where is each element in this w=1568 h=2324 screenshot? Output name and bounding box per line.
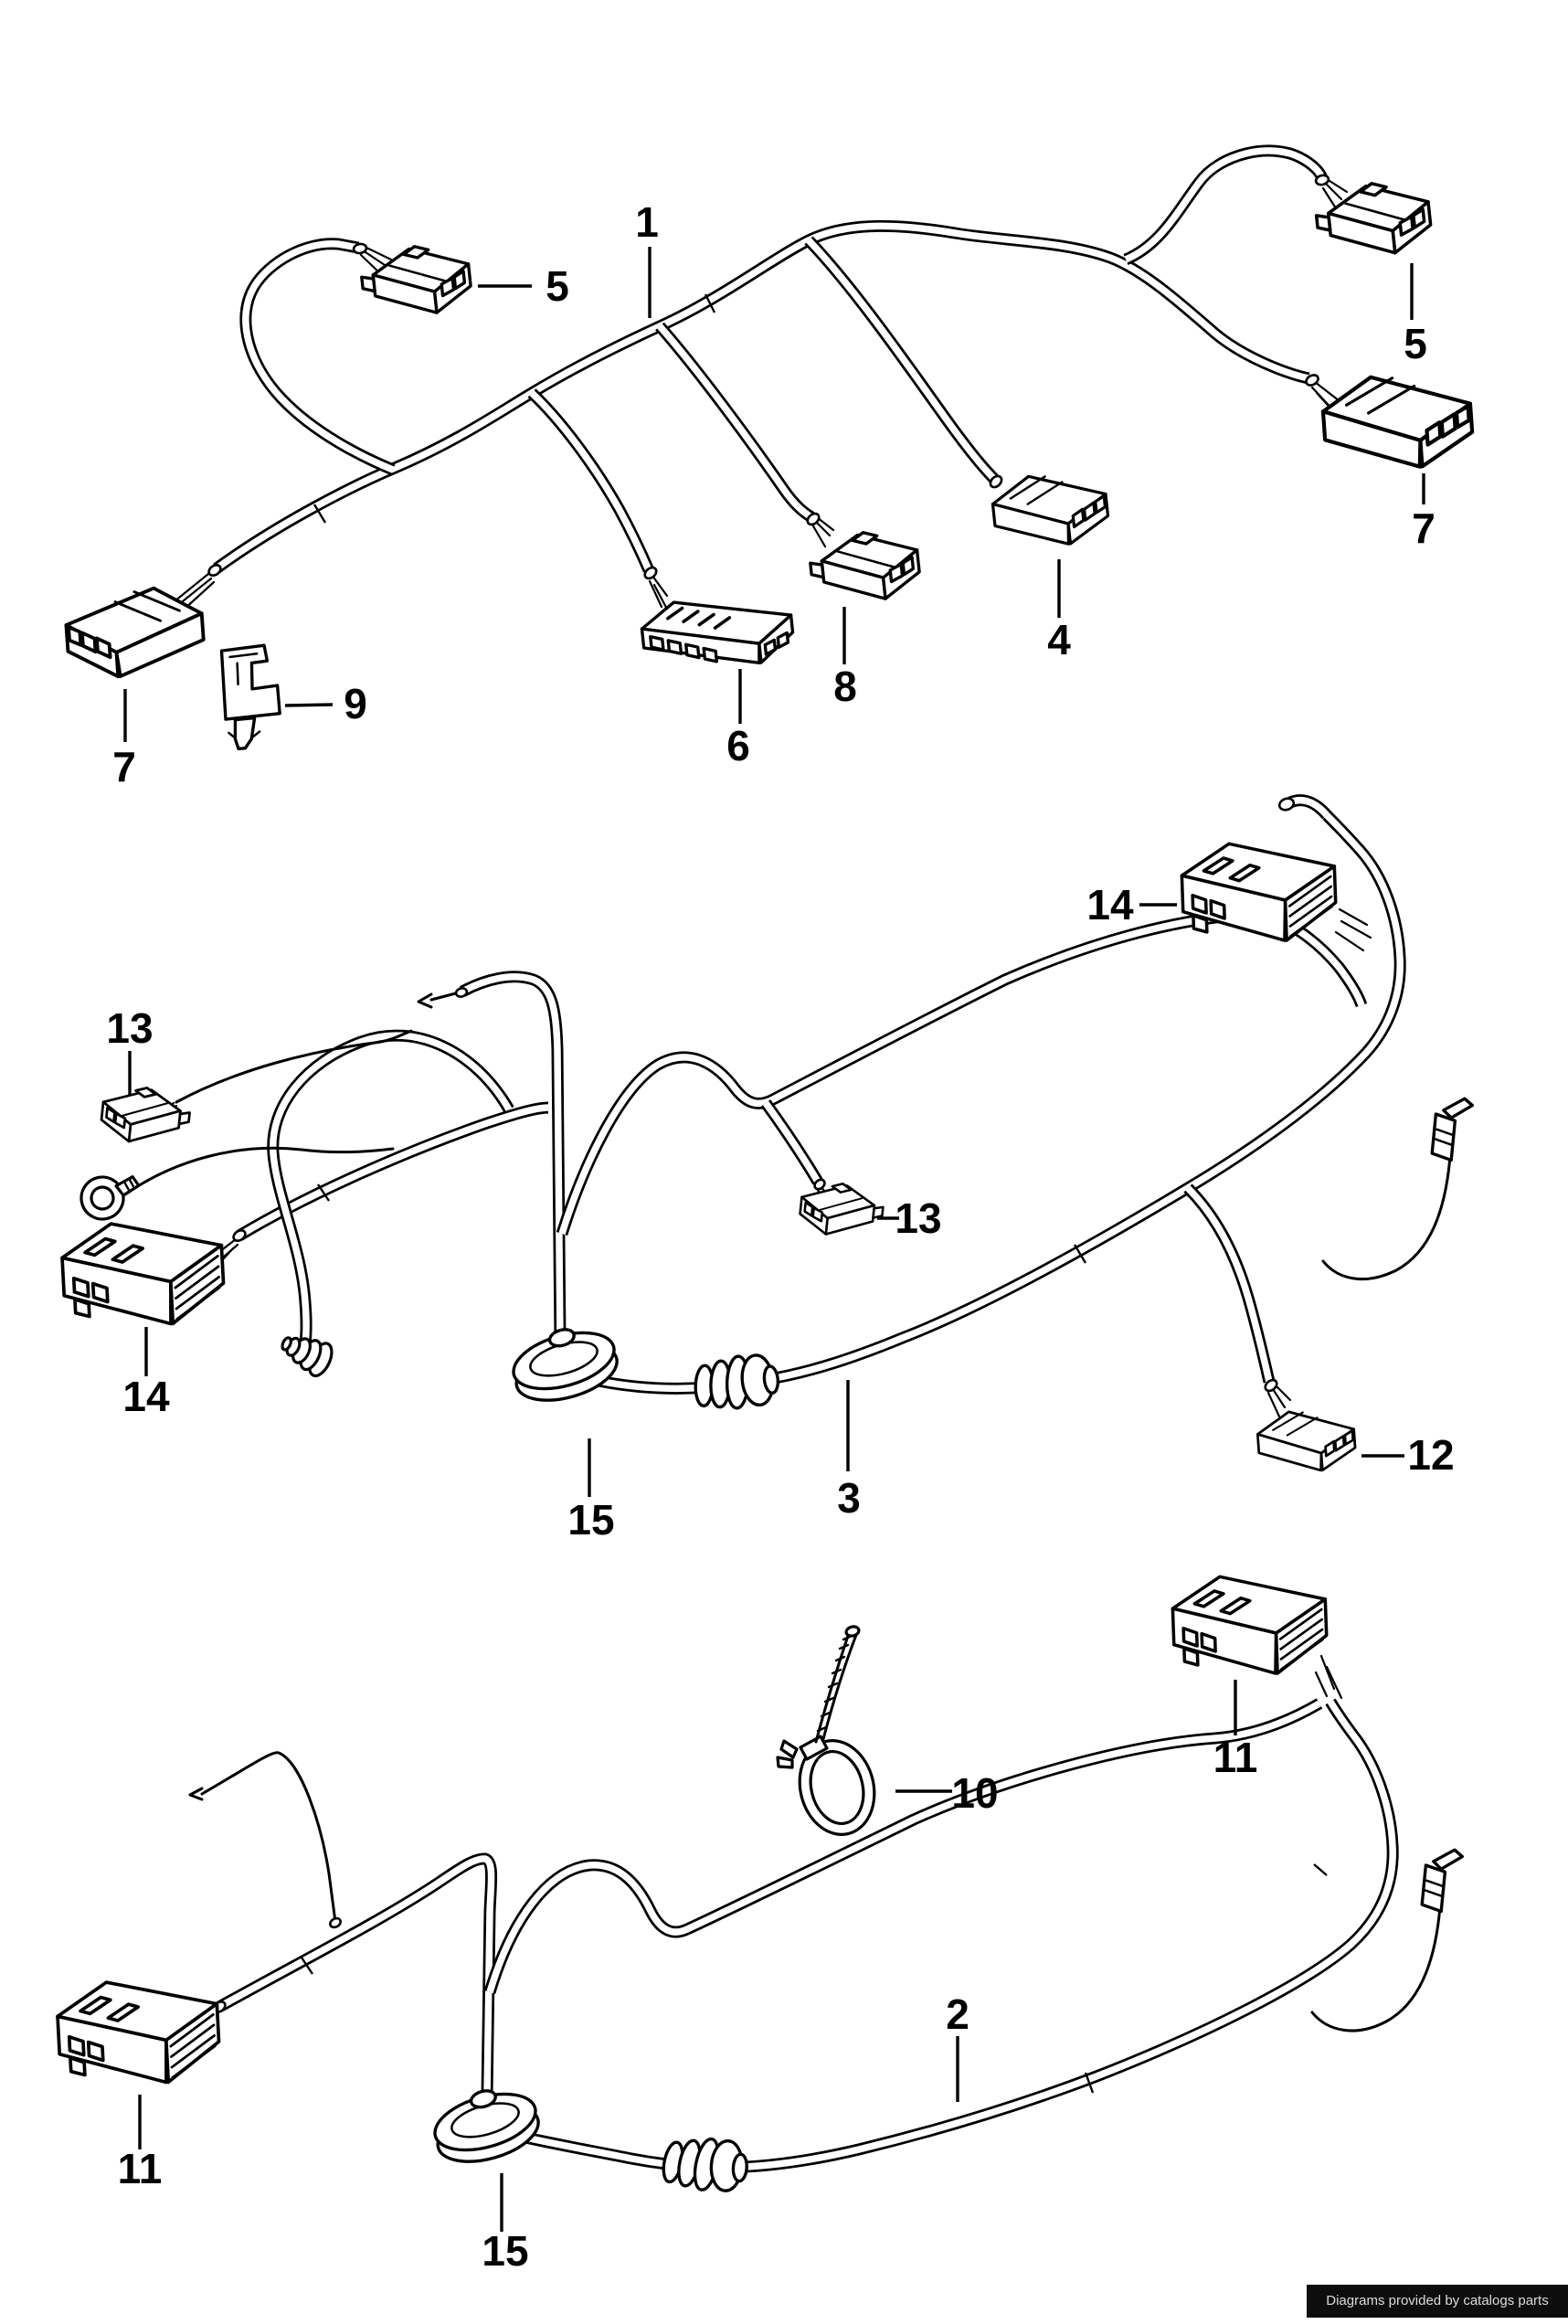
wire-stub [207,563,222,578]
sleeve-mark [704,293,716,313]
harness3-fan-wires [159,907,1372,1418]
wire-stub [806,512,821,526]
callout-label-3-14: 3 [837,1474,861,1522]
sleeve-mark [1313,1863,1328,1876]
callout-label-14-12: 14 [122,1373,170,1420]
callout-label-6-6: 6 [726,722,750,769]
cable-tie-10 [776,1623,885,1844]
callout-label-15-15: 15 [567,1496,614,1544]
callout-label-11-19: 11 [118,2145,163,2192]
connector-14-right [1179,838,1339,946]
callout-label-12-13: 12 [1407,1431,1454,1479]
corrugated-boot-bottom [658,2132,750,2196]
callout-leader-9-5 [284,703,334,707]
footer-credit-text: Diagrams provided by catalogs parts [1326,2293,1549,2308]
connector-13-left [98,1082,194,1149]
callout-label-4-8: 4 [1047,616,1071,663]
harness-2-group [54,1571,1464,2196]
flat-terminal-bottom [1420,1848,1464,1914]
harness3-loop-to-socket [267,1029,514,1344]
harness3-wire-ring-terminal [123,1146,395,1196]
callout-label-7-3: 7 [1412,504,1436,552]
wire-stub [352,242,368,255]
harness2-arch-cable [483,1698,1323,1994]
callout-label-5-1: 5 [546,262,569,310]
mounting-clip-9 [215,642,285,753]
harness3-arch-cable [556,907,1368,1236]
harness1-branch-connector6 [527,388,654,573]
callout-label-14-9: 14 [1086,881,1134,929]
connector-11-right [1170,1571,1330,1679]
callout-label-15-20: 15 [482,2227,528,2275]
wire-stub [454,987,469,998]
wire-stub [643,566,658,580]
wire-stub [1264,1378,1278,1393]
harness3-wire-flat-terminal [1321,1154,1452,1281]
callout-label-2-18: 2 [946,1990,969,2038]
grommet-15-middle [505,1321,625,1413]
ring-terminal [75,1166,147,1226]
connector-13-middle [797,1178,886,1241]
harness3-wire-connector13-left [175,1029,413,1104]
harness2-trunk-left-diagonal [216,1852,498,2097]
connector-11-left [54,1974,223,2090]
wire-stub [989,474,1003,489]
sleeve-mark [313,504,327,524]
harness-3-group [58,794,1474,1476]
sleeve-mark [1084,2072,1095,2094]
connector-14-left [58,1215,228,1332]
harness2-open-wire-tip [188,1751,337,1924]
footer-credit-bar: Diagrams provided by catalogs parts [1307,2285,1568,2318]
callout-label-8-7: 8 [833,663,857,710]
callout-label-9-5: 9 [344,680,367,727]
connector-8 [806,525,924,608]
wire-stub [329,1916,342,1929]
callout-label-13-10: 13 [106,1004,153,1052]
wire-stub [1314,174,1330,186]
grommet-15-bottom [427,2082,546,2174]
callout-label-7-4: 7 [112,743,136,791]
harness2-wire-flat-terminal [1310,1905,1442,2032]
connector-12 [1255,1406,1358,1476]
cable-end-cap [1277,797,1296,812]
harness3-branch-connector12 [1183,1183,1276,1384]
wire-stub [232,1228,247,1243]
callout-label-1-0: 1 [635,198,659,246]
sleeve-mark [301,1957,313,1975]
callout-label-13-11: 13 [895,1194,941,1242]
sleeve-mark [1073,1244,1087,1264]
wire-stub [813,1178,826,1191]
connector-4 [989,467,1112,553]
callout-label-10-17: 10 [951,1769,998,1817]
harness-1-group [62,144,1475,753]
sleeve-mark [317,1183,330,1202]
harness2-fan-wires [201,1654,1343,2049]
callout-label-11-16: 11 [1213,1734,1258,1781]
corrugated-boot-middle [688,1349,782,1416]
harness3-vertical-stem [459,971,567,1342]
wire-stub [1305,374,1319,387]
callout-label-5-2: 5 [1404,320,1427,367]
connector-7-right [1321,370,1475,472]
flat-terminal-middle [1430,1097,1474,1162]
